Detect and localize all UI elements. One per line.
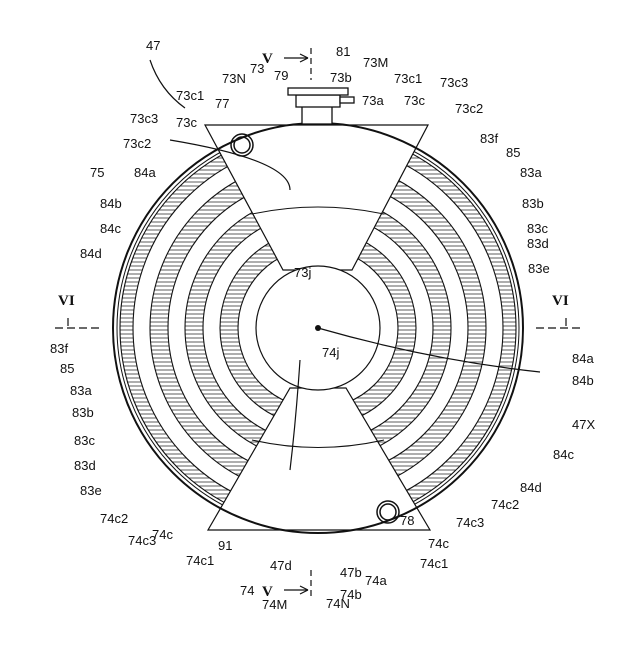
reference-label: 85: [506, 145, 520, 160]
reference-label: 73: [250, 61, 264, 76]
reference-label: 74c2: [100, 511, 128, 526]
reference-label: 78: [400, 513, 414, 528]
reference-label: 83b: [72, 405, 94, 420]
reference-label: 83e: [528, 261, 550, 276]
reference-label: 84c: [100, 221, 121, 236]
reference-label: 83d: [74, 458, 96, 473]
reference-label: 73c2: [455, 101, 483, 116]
port-78: [376, 500, 400, 524]
reference-label: 83e: [80, 483, 102, 498]
reference-label: 47d: [270, 558, 292, 573]
reference-label: 75: [90, 165, 104, 180]
reference-label: 74c1: [186, 553, 214, 568]
reference-label: 91: [218, 538, 232, 553]
section-mark: VI: [552, 293, 569, 309]
terminal-81: [287, 87, 355, 125]
reference-label: 47X: [572, 417, 595, 432]
section-mark: V: [262, 584, 273, 600]
reference-label: 79: [274, 68, 288, 83]
reference-label: 83f: [50, 341, 68, 356]
lower-boundary-arc: [251, 439, 385, 448]
reference-label: 83d: [527, 236, 549, 251]
reference-label: 73c1: [176, 88, 204, 103]
reference-label: 73c3: [130, 111, 158, 126]
reference-label: 73M: [363, 55, 388, 70]
reference-label: 85: [60, 361, 74, 376]
reference-label: 74N: [326, 596, 350, 611]
reference-label: 73j: [294, 265, 311, 280]
upper-slot: [203, 124, 429, 271]
reference-label: 74: [240, 583, 254, 598]
reference-label: 83f: [480, 131, 498, 146]
section-mark: VI: [58, 293, 75, 309]
reference-label: 83b: [522, 196, 544, 211]
reference-label: 73c: [404, 93, 425, 108]
reference-label: 77: [215, 96, 229, 111]
reference-label: 74a: [365, 573, 387, 588]
reference-label: 74c: [152, 527, 173, 542]
reference-label: 73a: [362, 93, 384, 108]
reference-label: 74M: [262, 597, 287, 612]
reference-label: 83a: [70, 383, 92, 398]
reference-label: 74c: [428, 536, 449, 551]
reference-label: 73b: [330, 70, 352, 85]
reference-label: 84b: [572, 373, 594, 388]
reference-label: 73c1: [394, 71, 422, 86]
reference-label: 73N: [222, 71, 246, 86]
reference-label: 81: [336, 44, 350, 59]
reference-label: 74c1: [420, 556, 448, 571]
reference-label: 74c3: [128, 533, 156, 548]
reference-label: 84b: [100, 196, 122, 211]
reference-label: 73c: [176, 115, 197, 130]
reference-label: 84d: [520, 480, 542, 495]
reference-label: 74c2: [491, 497, 519, 512]
reference-label: 83c: [74, 433, 95, 448]
reference-label: 84a: [572, 351, 594, 366]
reference-label: 74c3: [456, 515, 484, 530]
reference-label: 83c: [527, 221, 548, 236]
section-lines: [55, 48, 580, 600]
reference-label: 73c2: [123, 136, 151, 151]
reference-label: 47: [146, 38, 160, 53]
reference-label: 73c3: [440, 75, 468, 90]
reference-label: 84d: [80, 246, 102, 261]
reference-label: 74j: [322, 345, 339, 360]
reference-label: 83a: [520, 165, 542, 180]
reference-label: 84a: [134, 165, 156, 180]
reference-label: 47b: [340, 565, 362, 580]
reference-label: 84c: [553, 447, 574, 462]
upper-boundary-arc: [251, 206, 385, 215]
reference-label: 74b: [340, 587, 362, 602]
section-mark: V: [262, 51, 273, 67]
